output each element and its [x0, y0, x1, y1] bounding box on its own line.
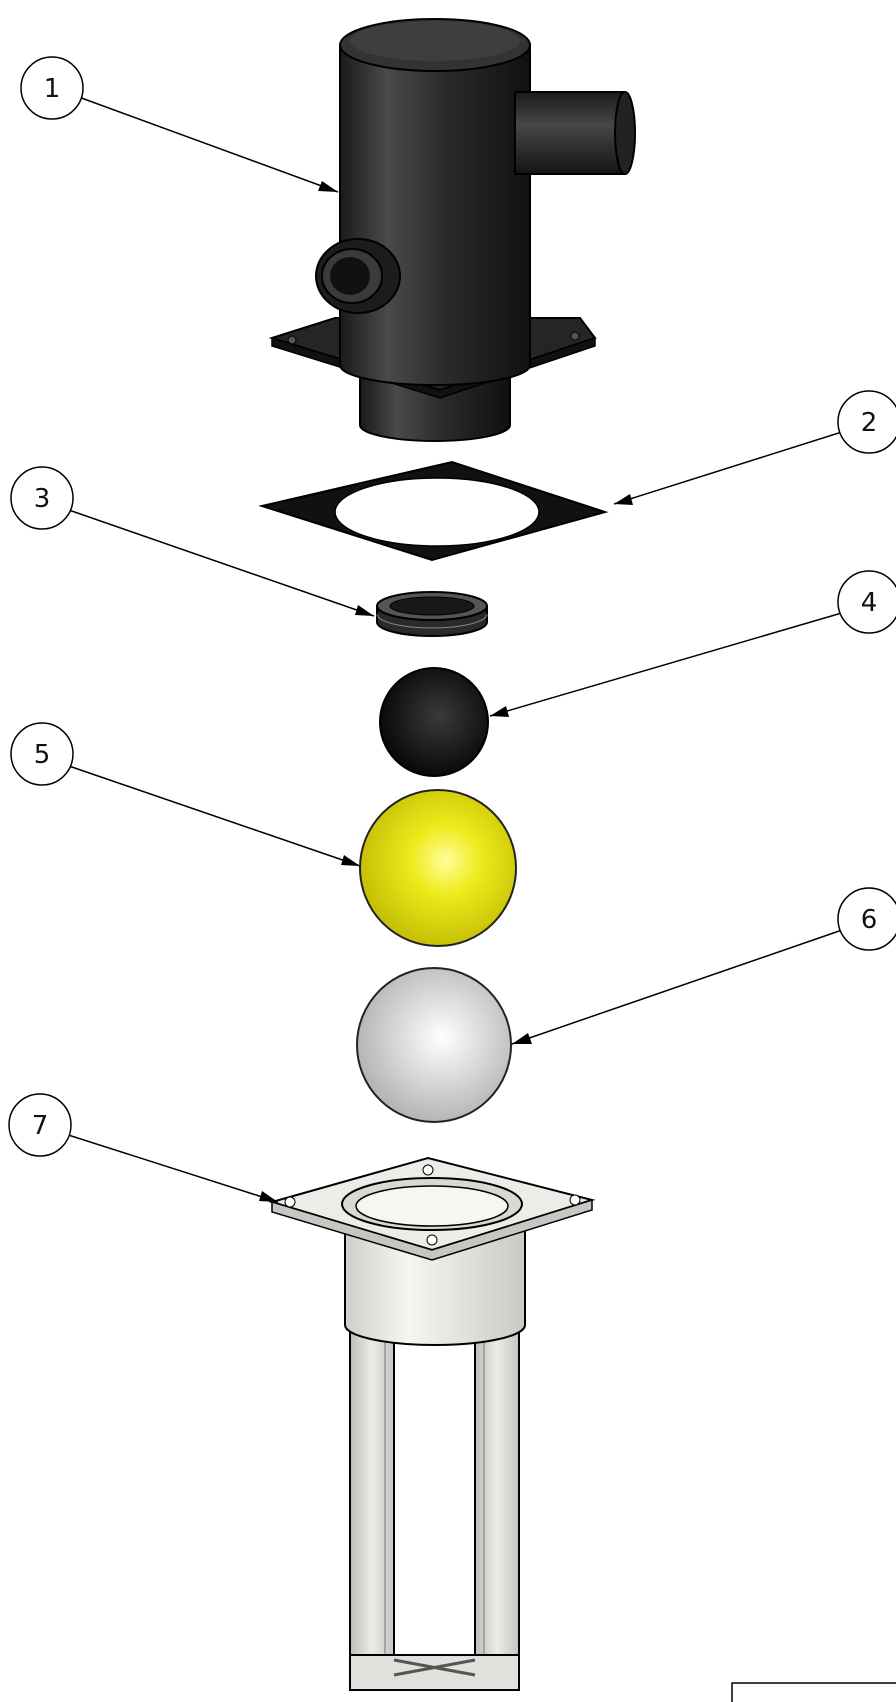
- balloon-3: 3: [10, 466, 375, 617]
- title-block-frame: [731, 1682, 896, 1702]
- svg-text:7: 7: [32, 1111, 49, 1141]
- balloon-7: 7: [8, 1093, 279, 1203]
- svg-text:1: 1: [44, 74, 61, 104]
- svg-text:4: 4: [861, 588, 878, 618]
- part-square-gasket: [258, 460, 609, 562]
- part-yellow-ball: [359, 789, 517, 947]
- part-threaded-seat-ring: [376, 591, 488, 637]
- balloon-5: 5: [10, 722, 361, 867]
- svg-text:2: 2: [861, 408, 878, 438]
- part-gray-ball: [356, 967, 512, 1123]
- svg-text:3: 3: [34, 484, 51, 514]
- part-valve-body: [268, 18, 636, 442]
- balloon-2: 2: [613, 390, 896, 505]
- part-ball-cage-bracket: [268, 1156, 596, 1691]
- balloon-1: 1: [20, 56, 339, 193]
- balloon-6: 6: [511, 887, 896, 1045]
- svg-text:6: 6: [861, 905, 878, 935]
- part-black-ball: [379, 667, 489, 777]
- svg-text:5: 5: [34, 740, 51, 770]
- balloon-4: 4: [489, 570, 896, 717]
